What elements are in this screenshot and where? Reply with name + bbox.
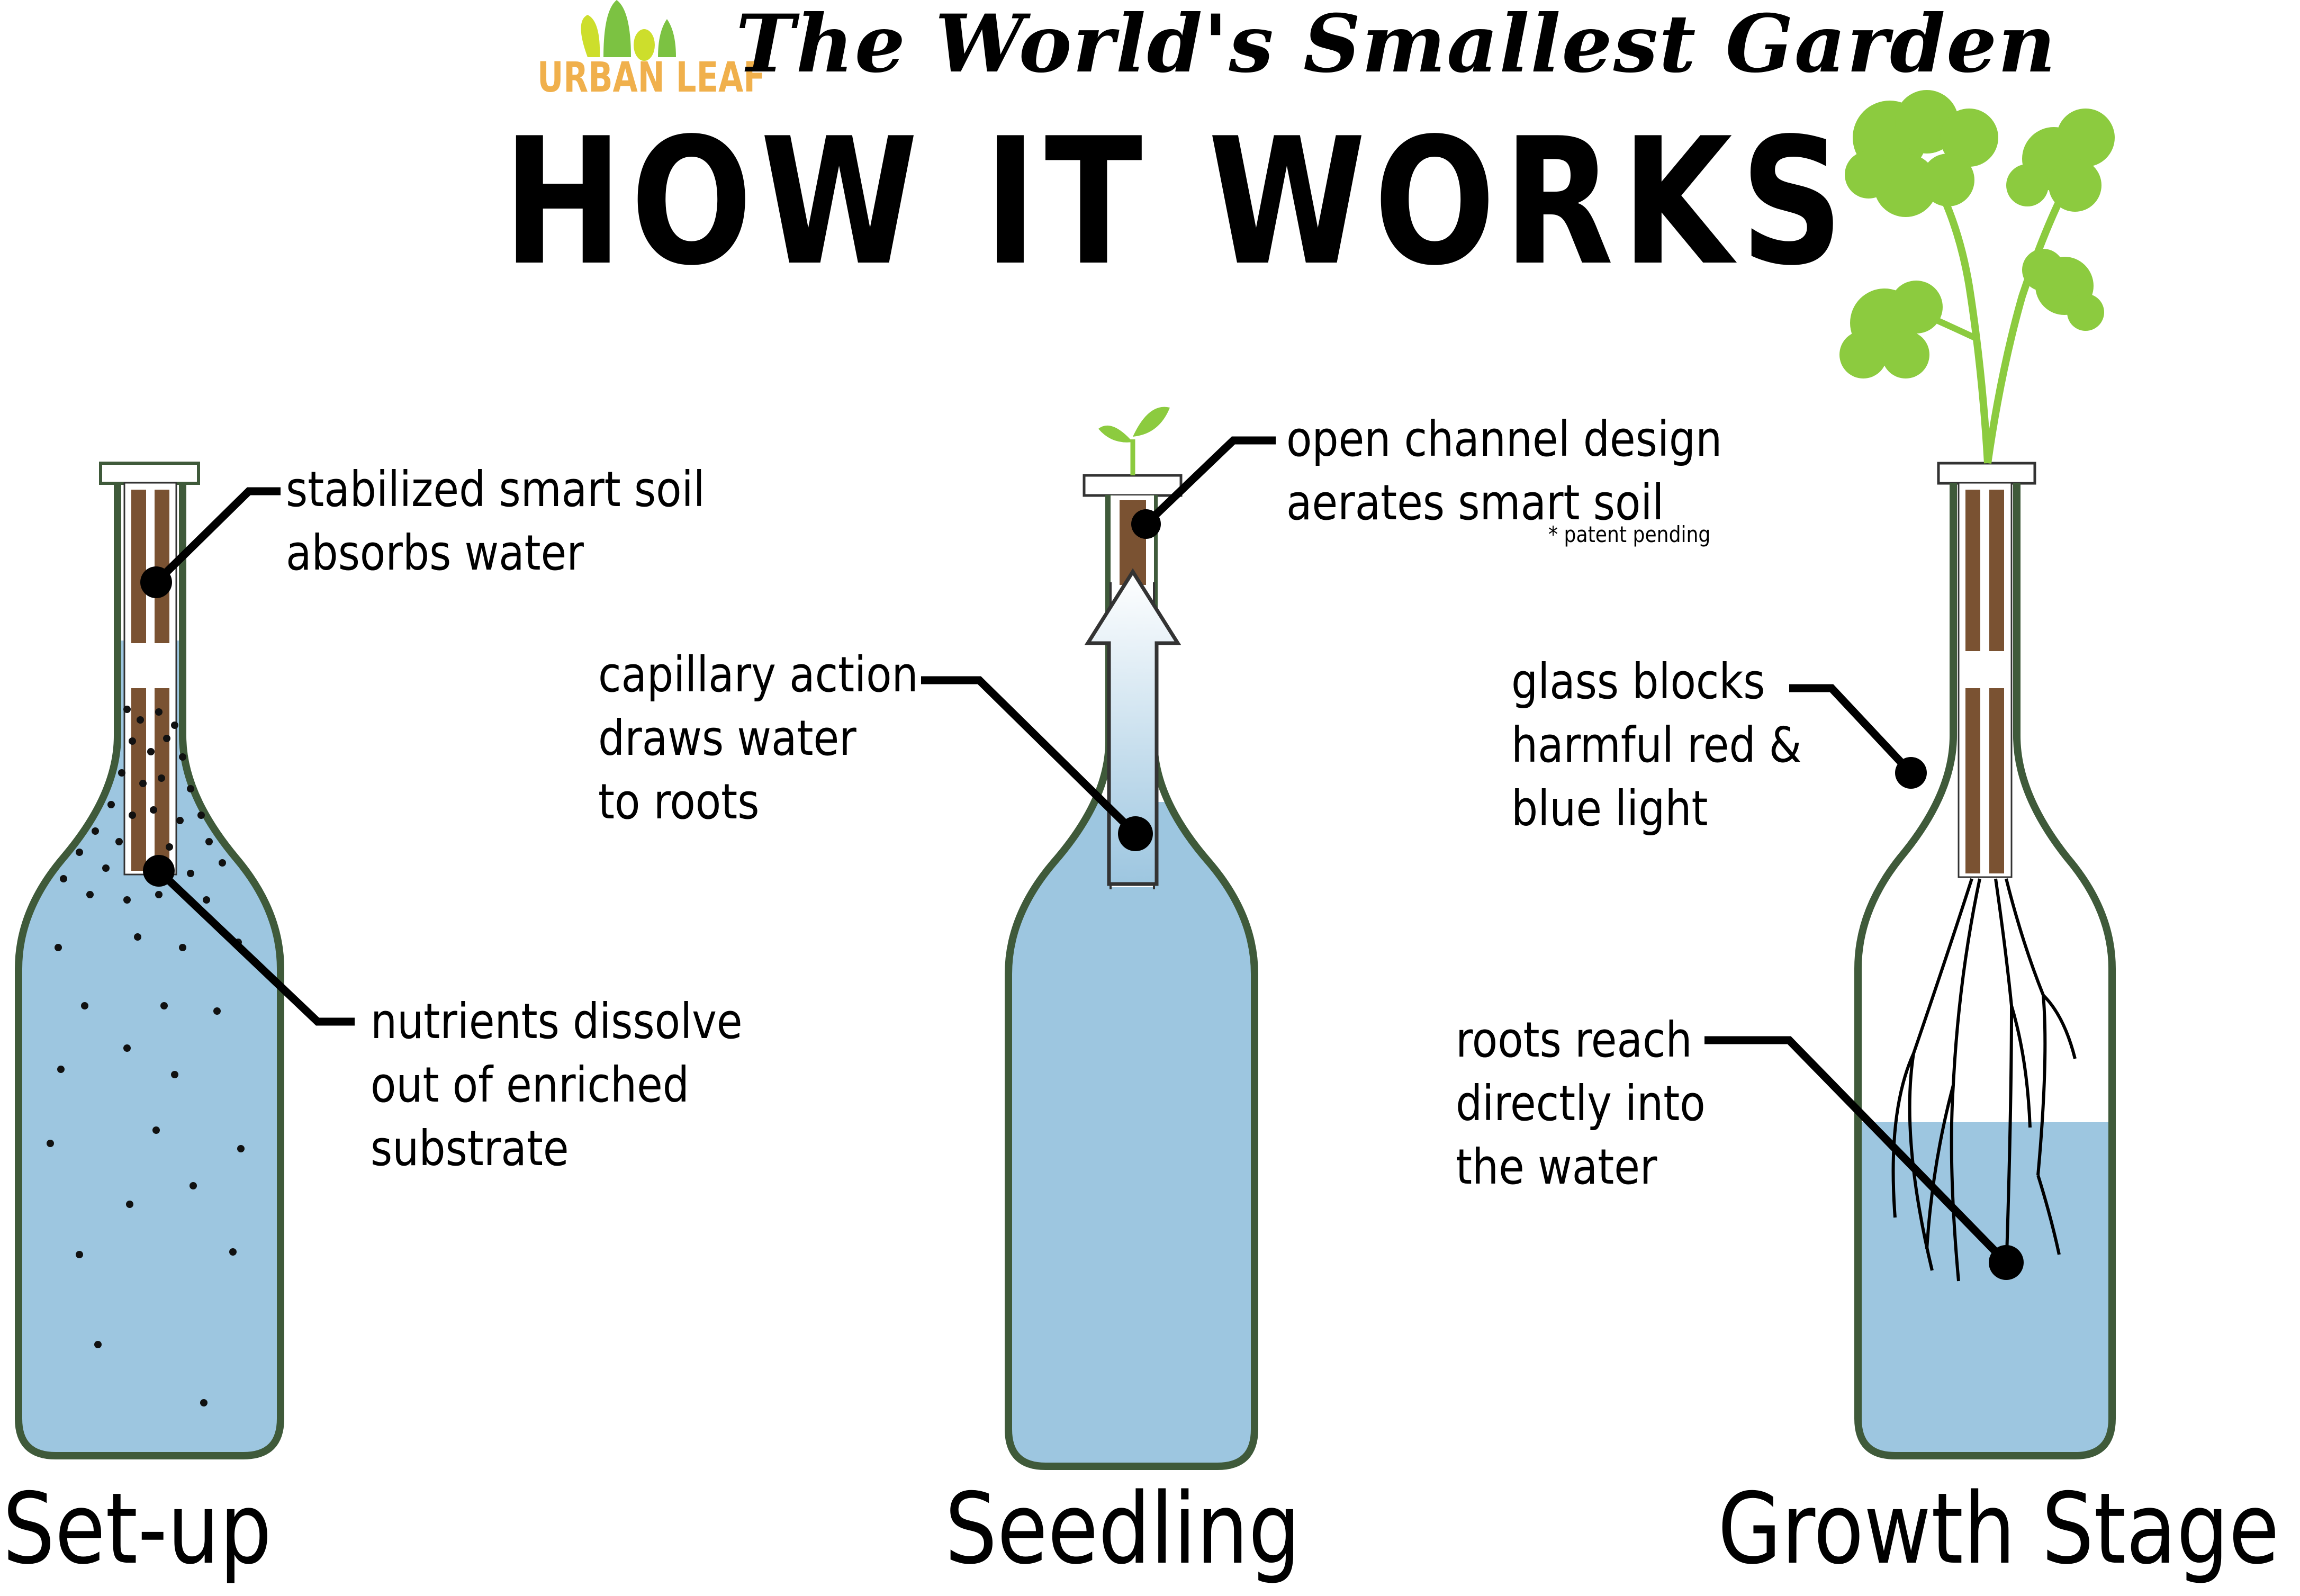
brand-logo-text: URBAN LEAF [537, 54, 765, 102]
setup-bottle [15, 462, 355, 1459]
page-title: HOW IT WORKS [503, 101, 1852, 304]
stage-label-growth: Growth Stage [1718, 1472, 2279, 1586]
patent-note: * patent pending [1548, 521, 1711, 547]
stage-label-setup: Set-up [3, 1472, 272, 1586]
callout-open-channel: open channel design aerates smart soil [1286, 411, 1722, 531]
callout-glass-blocks: glass blocks harmful red & blue light [1511, 653, 1802, 837]
callout-capillary-action: capillary action draws water to roots [598, 646, 918, 830]
callout-roots: roots reach directly into the water [1456, 1012, 1706, 1195]
page-subtitle: The World's Smallest Garden [736, 0, 2057, 91]
callout-smart-soil: stabilized smart soil absorbs water [286, 461, 705, 581]
sprout-icon [1098, 407, 1170, 475]
seedling-bottle [921, 407, 1276, 1470]
stage-label-seedling: Seedling [945, 1472, 1301, 1586]
urban-leaf-logo-icon [581, 0, 676, 61]
growth-bottle [1704, 90, 2116, 1459]
cilantro-plant-icon [1839, 90, 2115, 464]
callout-nutrients: nutrients dissolve out of enriched subst… [371, 993, 743, 1177]
